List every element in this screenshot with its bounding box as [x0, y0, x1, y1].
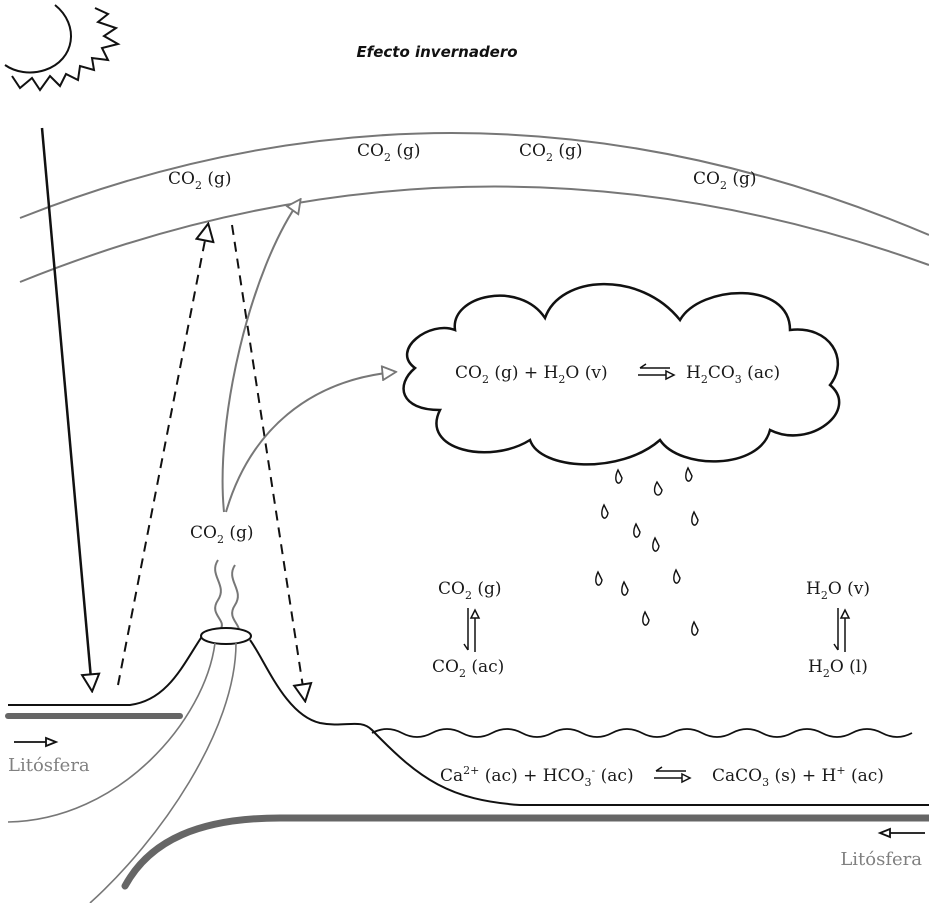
cloud-product: H2CO3 (ac): [686, 363, 780, 386]
cloud-shape: [402, 282, 841, 466]
ocean-equilibrium-arrows: [654, 766, 692, 784]
magma-conduit-left: [7, 642, 216, 823]
sun-icon: [4, 4, 121, 92]
co2-atmosphere-right: CO2 (g): [693, 169, 757, 192]
returned-radiation-arrow: [231, 224, 305, 700]
land-volcano-outline: [8, 631, 929, 806]
co2-aqueous-label: CO2 (ac): [432, 657, 504, 680]
volcano-to-cloud-arrow: [225, 372, 395, 513]
co2-gas-label: CO2 (g): [438, 579, 502, 602]
volcano-smoke-icon: [214, 559, 240, 636]
lithosphere-right-arrow: [877, 827, 925, 839]
co2-equilibrium-arrows: [463, 608, 481, 652]
solar-ray-arrow: [40, 127, 92, 690]
co2-atmosphere-left: CO2 (g): [168, 169, 232, 192]
ocean-equation-left: Ca2+ (ac) + HCO3- (ac): [440, 764, 634, 789]
reflected-radiation-arrow: [117, 225, 208, 686]
h2o-liquid-label: H2O (l): [808, 657, 868, 680]
h2o-vapor-label: H2O (v): [806, 579, 870, 602]
magma-conduit-right: [89, 642, 237, 903]
raindrops: [595, 466, 699, 636]
atmosphere-inner-band: [19, 185, 929, 283]
co2-atmosphere-mid1: CO2 (g): [357, 141, 421, 164]
h2o-equilibrium-arrows: [833, 608, 851, 652]
co2-volcano: CO2 (g): [190, 523, 254, 546]
volcano-crater: [200, 627, 252, 645]
ocean-equation-right: CaCO3 (s) + H+ (ac): [712, 764, 884, 789]
diagram-title: Efecto invernadero: [356, 43, 517, 61]
atmosphere-outer-band: [19, 132, 929, 236]
ocean-surface: [371, 728, 913, 738]
cloud-equilibrium-arrows: [638, 363, 676, 381]
cloud-equation: CO2 (g) + H2O (v): [455, 363, 608, 386]
co2-atmosphere-mid2: CO2 (g): [519, 141, 583, 164]
lithosphere-right-label: Litósfera: [840, 849, 922, 870]
volcano-to-atmosphere-arrow: [221, 200, 300, 513]
lithosphere-left-label: Litósfera: [8, 755, 90, 776]
lithosphere-plate-right: [121, 814, 929, 890]
lithosphere-left-arrow: [14, 736, 59, 748]
